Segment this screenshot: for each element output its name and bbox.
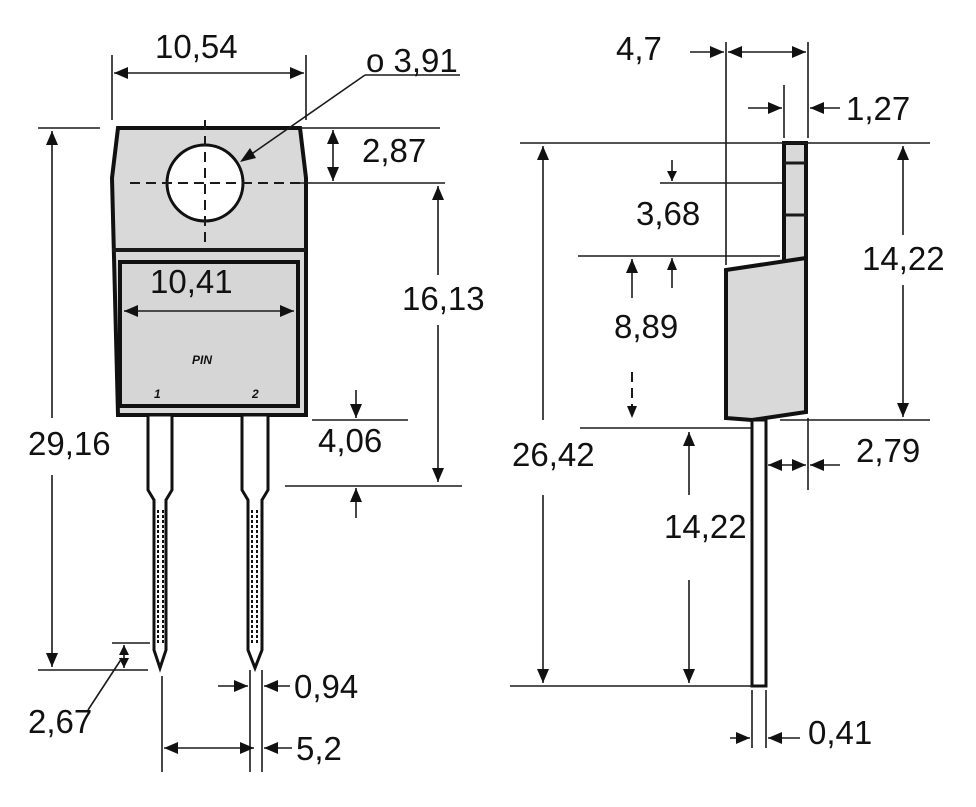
dim-step-label: 3,68	[636, 195, 700, 232]
arrow-left-icon	[114, 67, 128, 79]
dim-window-width-label: 10,41	[150, 263, 233, 300]
arrow-left-icon	[768, 459, 782, 471]
pin-1-label: 1	[154, 387, 161, 401]
dim-body-section-label: 8,89	[614, 308, 678, 345]
arrow-right-icon	[290, 67, 304, 79]
arrow-left-icon	[728, 46, 742, 58]
arrow-down-icon	[350, 404, 362, 418]
arrow-down-icon	[46, 653, 58, 667]
arrow-up-icon	[537, 146, 549, 160]
pin-label: PIN	[192, 353, 212, 367]
arrow-right-icon	[280, 305, 294, 317]
arrow-right-icon	[710, 46, 724, 58]
dim-total-height-label: 29,16	[28, 425, 111, 462]
dim-lead-width-label: 0,94	[294, 668, 358, 705]
lead-1	[146, 413, 174, 673]
tab	[782, 141, 808, 263]
lead-1-shading	[157, 510, 164, 645]
arrow-down-icon	[627, 406, 637, 418]
arrow-up-icon	[897, 146, 909, 160]
dim-tip-label: 2,67	[28, 703, 92, 740]
label-gap	[400, 275, 490, 325]
front-view: PIN 1 2 10,54 o 3,91 2,87 16,13 10,41	[28, 28, 490, 772]
dim-width-top-label: 10,54	[155, 28, 238, 65]
arrow-right-icon	[792, 46, 806, 58]
body-window	[118, 260, 300, 408]
dim-right-height-label: 14,22	[862, 240, 945, 277]
arrow-up-icon	[119, 645, 129, 655]
arrow-down-icon	[897, 403, 909, 417]
arrow-left-icon	[164, 742, 178, 754]
arrow-up-icon	[327, 130, 339, 144]
hole-leader	[242, 74, 366, 161]
arrow-left-icon	[768, 732, 782, 744]
dim-hole-label: o 3,91	[366, 42, 458, 79]
leader-arrow-icon	[240, 148, 256, 162]
side-lead	[750, 418, 768, 688]
arrow-left-icon	[264, 742, 278, 754]
arrow-right-icon	[234, 680, 248, 692]
dim-lead-offset-label: 2,79	[856, 432, 920, 469]
arrow-right-icon	[240, 742, 254, 754]
dim-tab-thickness-label: 1,27	[846, 90, 910, 127]
dim-shoulder-label: 4,06	[318, 422, 382, 459]
arrow-down-icon	[327, 167, 339, 181]
arrow-right-icon	[792, 459, 806, 471]
arrow-right-icon	[768, 102, 782, 114]
arrow-down-icon	[432, 468, 444, 482]
arrow-right-icon	[736, 732, 750, 744]
pin-2-label: 2	[251, 387, 259, 401]
dim-total-height-side-label: 26,42	[512, 436, 595, 473]
dim-body-height-label: 16,13	[402, 280, 485, 317]
arrow-up-icon	[667, 258, 677, 270]
arrow-up-icon	[350, 488, 362, 502]
side-body	[724, 255, 808, 423]
lead-2-shading	[251, 510, 258, 645]
arrow-down-icon	[683, 669, 695, 683]
arrow-left-icon	[810, 459, 824, 471]
lead-2	[240, 413, 270, 673]
arrow-left-icon	[810, 102, 824, 114]
arrow-up-icon	[683, 432, 695, 446]
dim-total-thickness-label: 4,7	[616, 30, 662, 67]
dim-hole-offset-label: 2,87	[362, 132, 426, 169]
arrow-left-icon	[264, 680, 278, 692]
arrow-down-icon	[119, 658, 129, 668]
side-view: 4,7 1,27 14,22 3,68 8,89	[510, 30, 945, 751]
arrow-down-icon	[667, 171, 677, 181]
dim-lead-thickness-label: 0,41	[808, 714, 872, 751]
arrow-up-icon	[432, 186, 444, 200]
arrow-up-icon	[626, 259, 638, 273]
dim-pitch-label: 5,2	[296, 730, 342, 767]
tip-leader	[87, 657, 123, 711]
arrow-up-icon	[46, 131, 58, 145]
arrow-down-icon	[537, 669, 549, 683]
dim-lead-length-label: 14,22	[664, 508, 747, 545]
arrow-left-icon	[124, 305, 138, 317]
